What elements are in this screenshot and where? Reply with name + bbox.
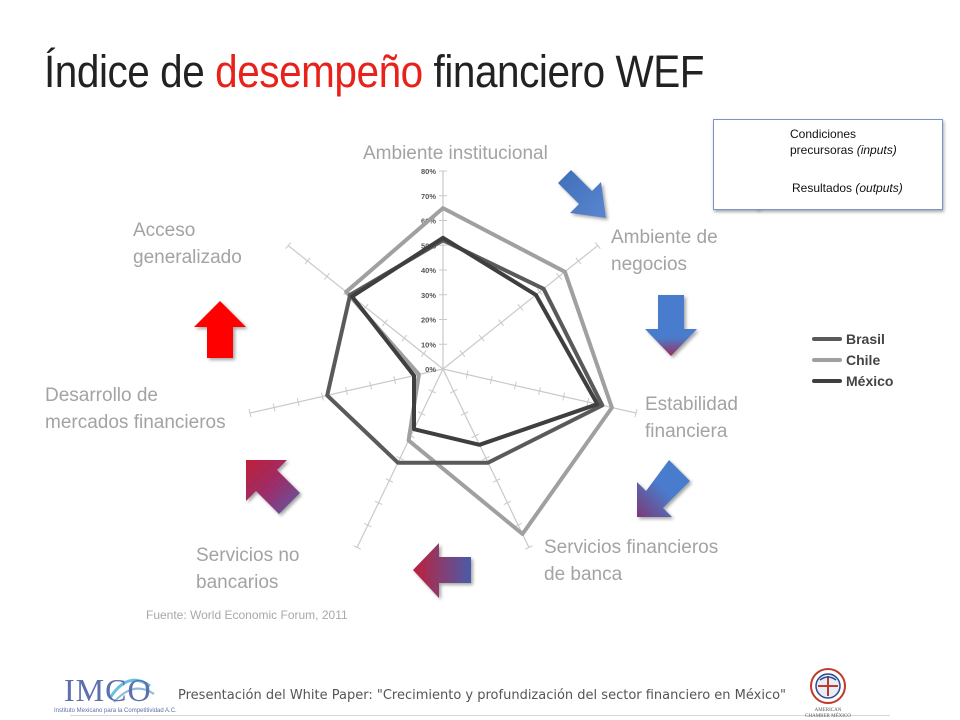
series-legend: Brasil Chile México (812, 328, 893, 391)
radar-tick-label: 10% (421, 340, 436, 349)
arrow-gradient-icon (558, 170, 606, 218)
radar-tick (296, 398, 300, 407)
radar-tick (248, 409, 252, 418)
arrow-gradient-icon (246, 460, 300, 514)
radar-tick (401, 334, 408, 342)
amcham-logo-text: AMERICAN CHAMBER MÉXICO (805, 708, 851, 719)
radar-tick-label: 20% (421, 316, 436, 325)
radar-tick (465, 370, 469, 379)
radar-tick (498, 319, 504, 327)
radar-tick (586, 398, 590, 407)
radar-tick (562, 392, 566, 401)
radar-tick-label: 0% (425, 365, 436, 374)
series-brasil-polygon (325, 238, 605, 465)
radar-tick (489, 376, 493, 385)
radar-tick (428, 389, 437, 394)
radar-tick (449, 389, 458, 394)
source-note: Fuente: World Economic Forum, 2011 (146, 608, 348, 622)
radar-tick (417, 411, 426, 416)
legend-swatch-chile (812, 357, 842, 362)
arrow-up-red-icon (194, 301, 246, 358)
radar-tick (374, 500, 383, 505)
radar-tick (324, 272, 330, 280)
radar-tick-label: 30% (421, 291, 436, 300)
radar-tick (471, 433, 480, 439)
arrow-gradient-icon (413, 543, 471, 598)
radar-tick (345, 387, 348, 396)
axis-label-ambiente-institucional: Ambiente institucional (363, 143, 548, 164)
radar-tick (517, 303, 524, 311)
radar-tick (492, 478, 501, 483)
radar-tick (285, 242, 292, 249)
radar-tick (575, 257, 582, 265)
imco-logo-text: IMCO (64, 672, 152, 708)
arrow-gradient-icon (637, 460, 690, 517)
radar-tick-label: 40% (421, 266, 436, 275)
imco-logo-subtitle: Instituto Mexicano para la Competitivida… (54, 708, 177, 714)
amcham-seal-icon (810, 668, 846, 704)
radar-tick (320, 392, 324, 401)
radar-tick (536, 288, 543, 296)
imco-swirl-icon (108, 678, 155, 703)
radar-tick (396, 456, 404, 461)
series-mexico-polygon (350, 235, 600, 447)
radar-tick (556, 272, 562, 280)
radar-tick (385, 478, 394, 483)
legend-item-chile: Chile (812, 349, 893, 370)
radar-tick (304, 257, 311, 265)
legend-swatch-mexico (812, 378, 842, 383)
radar-tick (353, 545, 361, 550)
page-title: Índice de desempeño financiero WEF (44, 46, 705, 97)
arrow-gradient-icon (645, 295, 697, 356)
radar-tick (460, 411, 469, 416)
footer-caption: Presentación del White Paper: "Crecimien… (178, 688, 787, 703)
radar-tick (514, 381, 517, 390)
imco-logo: IMCO Instituto Mexicano para la Competit… (50, 668, 177, 720)
radar-tick (364, 522, 372, 528)
radar-tick (459, 350, 466, 358)
radar-tick (634, 409, 638, 418)
legend-outputs-label: Resultados (outputs) (792, 181, 903, 195)
legend-label-chile: Chile (846, 351, 881, 368)
radar-tick (482, 456, 490, 461)
radar-tick-label: 80% (421, 167, 436, 176)
radar-tick (393, 376, 397, 385)
radar-tick (478, 334, 485, 342)
radar-tick (272, 403, 276, 412)
footer-divider (70, 715, 890, 716)
legend-label-brasil: Brasil (846, 330, 885, 347)
radar-tick (538, 387, 541, 396)
radar-tick (382, 319, 388, 327)
legend-item-brasil: Brasil (812, 328, 893, 349)
radar-tick (369, 381, 372, 390)
radar-tick-label: 70% (421, 192, 436, 201)
radar-tick (420, 350, 427, 358)
legend-swatch-brasil (812, 336, 842, 341)
radar-tick (503, 500, 512, 505)
legend-label-mexico: México (846, 372, 894, 389)
amcham-logo: AMERICAN CHAMBER MÉXICO (803, 666, 853, 720)
radar-tick (525, 545, 533, 550)
legend-item-mexico: México (812, 370, 893, 391)
radar-tick (594, 242, 601, 249)
